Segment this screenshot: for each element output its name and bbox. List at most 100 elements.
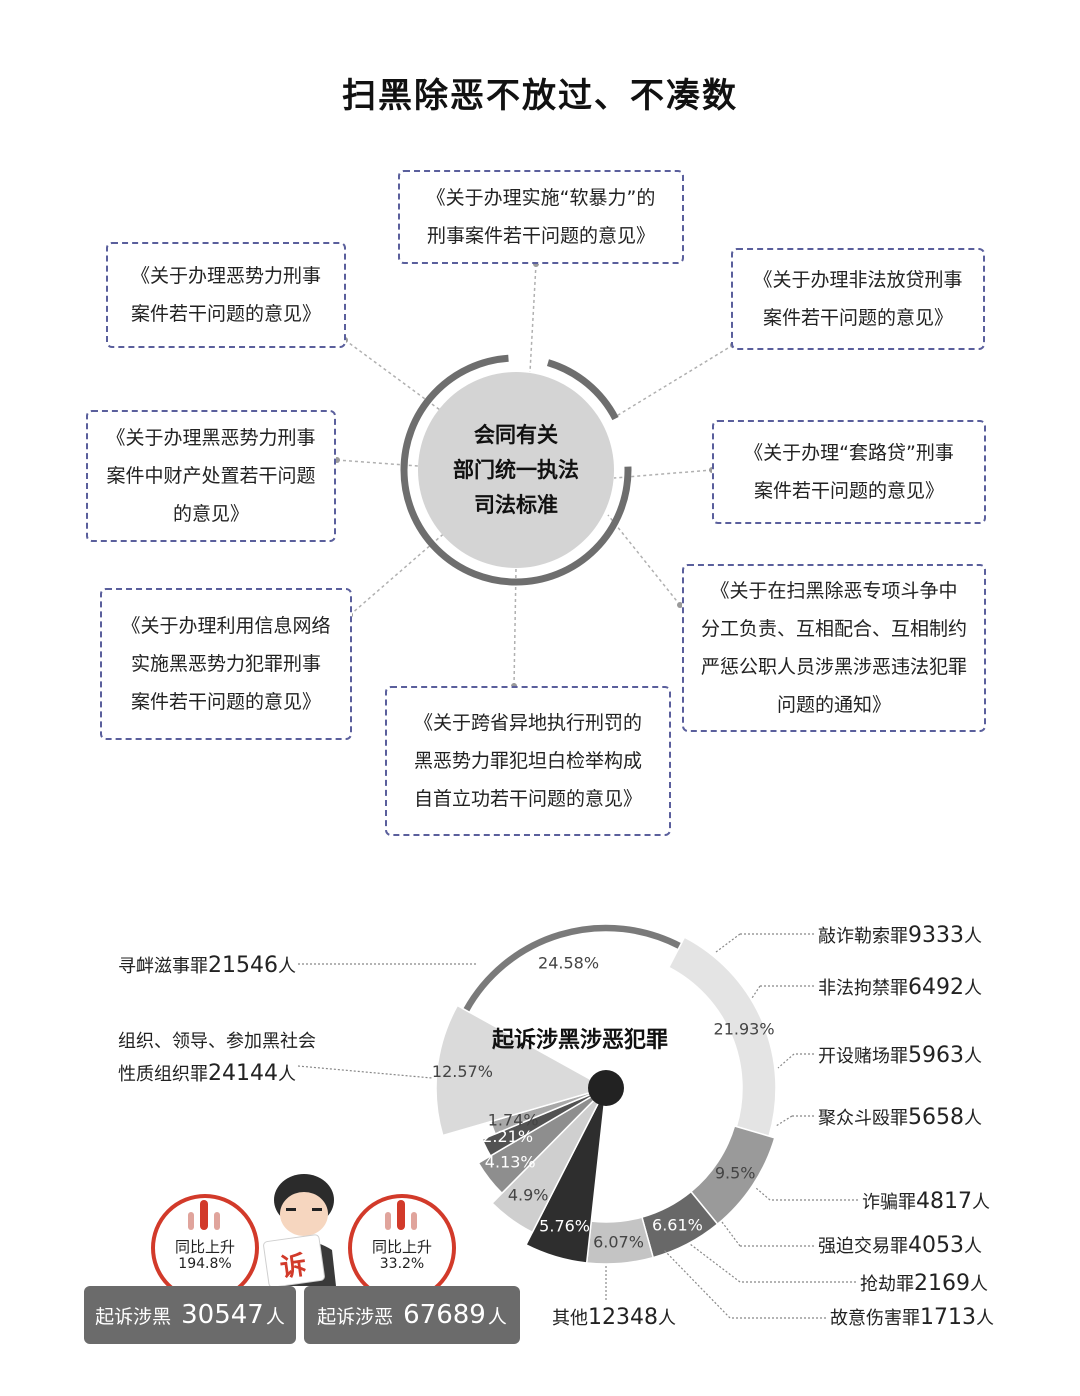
label-qita: 其他12348人 — [552, 1304, 676, 1330]
label-zhapian: 诈骗罪4817人 — [862, 1188, 990, 1214]
leader-line — [755, 1187, 771, 1201]
leader-line — [689, 1243, 741, 1283]
hub-text-1: 会同有关 — [474, 422, 558, 447]
doc-line: 严惩公职人员涉黑涉恶违法犯罪 — [700, 656, 967, 678]
label-unit: 人 — [972, 1192, 990, 1213]
pie-pct-label: 9.5% — [715, 1164, 756, 1183]
leader-line — [297, 1065, 433, 1079]
label-value: 24144 — [208, 1061, 278, 1086]
leader-line — [715, 933, 741, 953]
pie-slice — [481, 1087, 607, 1157]
label-value: 1713 — [920, 1305, 976, 1330]
doc-line: 《关于在扫黑除恶专项斗争中 — [710, 580, 958, 602]
doc-line: 刑事案件若干问题的意见》 — [426, 225, 655, 247]
label-name: 敲诈勒索罪 — [818, 926, 908, 947]
label-value: 2169 — [914, 1271, 970, 1296]
doc-line: 《关于办理“套路贷”刑事 — [744, 442, 954, 464]
leader-line — [721, 1221, 741, 1247]
label-unit: 人 — [964, 1046, 982, 1067]
stat-unit: 人 — [487, 1305, 507, 1328]
pie-pct-label: 6.61% — [652, 1216, 703, 1235]
doc-line: 实施黑恶势力犯罪刑事 — [130, 653, 321, 675]
doc-soft-violence: 《关于办理实施“软暴力”的 刑事案件若干问题的意见》 — [398, 170, 684, 264]
doc-line: 案件中财产处置若干问题 — [106, 465, 316, 487]
label-unit: 人 — [976, 1308, 994, 1329]
doc-routine-loan: 《关于办理“套路贷”刑事 案件若干问题的意见》 — [712, 420, 986, 524]
label-unit: 人 — [658, 1308, 676, 1329]
badge-2-value: 33.2% — [379, 1256, 425, 1272]
doc-line: 黑恶势力罪犯坦白检举构成 — [413, 750, 642, 772]
doc-line: 自首立功若干问题的意见》 — [413, 788, 642, 810]
label-unit: 人 — [964, 926, 982, 947]
pie-pct-label: 21.93% — [714, 1019, 775, 1038]
hub-text-2: 部门统一执法 — [453, 457, 579, 482]
doc-property-disposal: 《关于办理黑恶势力刑事 案件中财产处置若干问题 的意见》 — [86, 410, 336, 542]
label-name: 寻衅滋事罪 — [118, 956, 208, 977]
label-name: 开设赌场罪 — [818, 1046, 908, 1067]
doc-evil-forces: 《关于办理恶势力刑事 案件若干问题的意见》 — [106, 242, 346, 348]
doc-line: 案件若干问题的意见》 — [130, 691, 321, 713]
label-value: 5658 — [908, 1105, 964, 1130]
doc-public-officials: 《关于在扫黑除恶专项斗争中 分工负责、互相配合、互相制约 严惩公职人员涉黑涉恶违… — [682, 564, 986, 732]
doc-line: 分工负责、互相配合、互相制约 — [700, 618, 967, 640]
label-name: 强迫交易罪 — [818, 1236, 908, 1257]
label-unit: 人 — [278, 956, 296, 977]
hub-circle: 会同有关 部门统一执法 司法标准 — [418, 372, 614, 568]
doc-illegal-lending: 《关于办理非法放贷刑事 案件若干问题的意见》 — [731, 248, 985, 350]
pie-pct-label: 4.9% — [508, 1186, 549, 1205]
label-duchang: 开设赌场罪5963人 — [818, 1042, 982, 1068]
label-value: 21546 — [208, 953, 278, 978]
pie-pct-label: 24.58% — [538, 954, 599, 973]
doc-line: 案件若干问题的意见》 — [130, 303, 321, 325]
label-name: 抢劫罪 — [860, 1274, 914, 1295]
label-value: 6492 — [908, 975, 964, 1000]
label-unit: 人 — [278, 1064, 296, 1085]
badge-1-title: 同比上升 — [174, 1238, 235, 1256]
label-qiangpo: 强迫交易罪4053人 — [818, 1232, 982, 1258]
label-qiaozha: 敲诈勒索罪9333人 — [818, 922, 982, 948]
pie-pct-label: 4.13% — [485, 1153, 536, 1172]
pie-slice — [477, 1087, 607, 1195]
label-unit: 人 — [964, 978, 982, 999]
pie-pct-label: 1.74% — [488, 1111, 539, 1130]
label-name-2: 性质组织罪 — [118, 1064, 208, 1085]
label-value: 9333 — [908, 923, 964, 948]
label-name: 其他 — [552, 1308, 588, 1329]
pie-center-dot — [588, 1070, 624, 1106]
pie-slice — [435, 1004, 608, 1137]
pie-pct-label: 6.07% — [593, 1232, 644, 1251]
doc-line: 《关于办理恶势力刑事 — [130, 265, 321, 287]
label-name-1: 组织、领导、参加黑社会 — [118, 1031, 316, 1052]
label-xunxin: 寻衅滋事罪21546人 — [118, 952, 296, 978]
doc-line: 案件若干问题的意见》 — [753, 480, 944, 502]
doc-line: 《关于跨省异地执行刑罚的 — [413, 712, 642, 734]
stat-label: 起诉涉黑 — [95, 1305, 172, 1328]
doc-line: 的意见》 — [172, 503, 249, 525]
label-shanghai: 故意伤害罪1713人 — [830, 1304, 994, 1330]
doc-line: 《关于办理利用信息网络 — [121, 615, 331, 637]
label-ouda: 聚众斗殴罪5658人 — [818, 1104, 982, 1130]
stat-value: 30547 — [181, 1300, 264, 1330]
doc-information-network: 《关于办理利用信息网络 实施黑恶势力犯罪刑事 案件若干问题的意见》 — [100, 588, 352, 740]
page-title: 扫黑除恶不放过、不凑数 — [342, 76, 738, 116]
pie-pct-label: 12.57% — [432, 1062, 493, 1081]
leader-line — [751, 985, 761, 999]
chart-title: 起诉涉黑涉恶犯罪 — [492, 1028, 669, 1053]
pie-slice — [491, 1087, 607, 1234]
stat-unit: 人 — [265, 1305, 285, 1328]
label-unit: 人 — [970, 1274, 988, 1295]
doc-line: 《关于办理黑恶势力刑事 — [106, 427, 316, 449]
doc-line: 《关于办理实施“软暴力”的 — [426, 187, 656, 209]
pie-pct-label: 2.21% — [482, 1127, 533, 1146]
stat-value: 67689 — [403, 1300, 486, 1330]
stamp-text: 诉 — [278, 1250, 309, 1284]
label-value: 4817 — [916, 1189, 972, 1214]
hub-text-3: 司法标准 — [474, 492, 558, 517]
pie-slice — [461, 923, 683, 1014]
doc-line: 案件若干问题的意见》 — [762, 307, 953, 329]
label-heishehui: 组织、领导、参加黑社会 性质组织罪24144人 — [118, 1026, 316, 1091]
label-qiangjie: 抢劫罪2169人 — [860, 1270, 988, 1296]
